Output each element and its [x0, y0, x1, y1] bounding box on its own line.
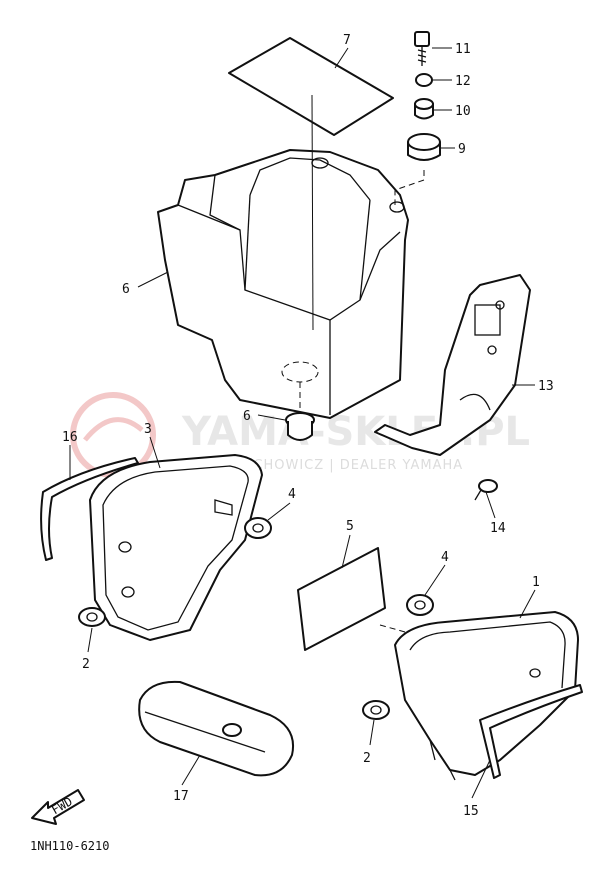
part-13-bracket — [374, 274, 531, 456]
callout-4b: 4 — [441, 550, 449, 565]
callout-17: 17 — [173, 789, 189, 804]
diagram-code: 1NH110-6210 — [30, 839, 109, 853]
part-5-emblem-plate — [297, 547, 386, 651]
callout-6b: 6 — [243, 409, 251, 424]
callout-11: 11 — [455, 42, 471, 57]
part-7-pad — [228, 37, 394, 136]
callout-1: 1 — [532, 575, 540, 590]
callout-16: 16 — [62, 430, 78, 445]
part-6-grommet — [285, 412, 315, 441]
callout-9: 9 — [458, 142, 466, 157]
part-17-tool-cover — [138, 680, 294, 777]
part-12-collar — [415, 73, 433, 87]
part-2a-grommet — [78, 607, 106, 627]
callout-2b: 2 — [363, 751, 371, 766]
part-11-bolt — [414, 31, 430, 66]
part-14-screw — [474, 479, 498, 501]
callout-14: 14 — [490, 521, 506, 536]
watermark-tagline: WŁOCHOWICZ | DEALER YAMAHA — [220, 458, 463, 473]
part-3-left-cover — [89, 454, 263, 641]
callout-15: 15 — [463, 804, 479, 819]
part-10-spacer — [414, 98, 434, 120]
part-15-trim — [479, 684, 583, 779]
part-6-battery-box — [157, 149, 409, 419]
callout-4a: 4 — [288, 487, 296, 502]
callout-2a: 2 — [82, 657, 90, 672]
fastener-guide-line — [394, 170, 425, 205]
callout-6a: 6 — [122, 282, 130, 297]
part-16-trim-strip — [40, 457, 139, 561]
leader-lines — [69, 47, 536, 799]
callout-3: 3 — [144, 422, 152, 437]
part-4b-grommet — [406, 594, 434, 616]
callout-13: 13 — [538, 379, 554, 394]
callout-5: 5 — [346, 519, 354, 534]
watermark-logo-mark — [83, 417, 144, 442]
fwd-arrow-icon: FWD — [31, 789, 85, 825]
callout-12: 12 — [455, 74, 471, 89]
part-4a-grommet — [244, 517, 272, 539]
part-2b-grommet — [362, 700, 390, 720]
part-7-guide-line — [311, 94, 314, 331]
callout-10: 10 — [455, 104, 471, 119]
callout-7: 7 — [343, 33, 351, 48]
part-9-damper — [407, 133, 441, 161]
